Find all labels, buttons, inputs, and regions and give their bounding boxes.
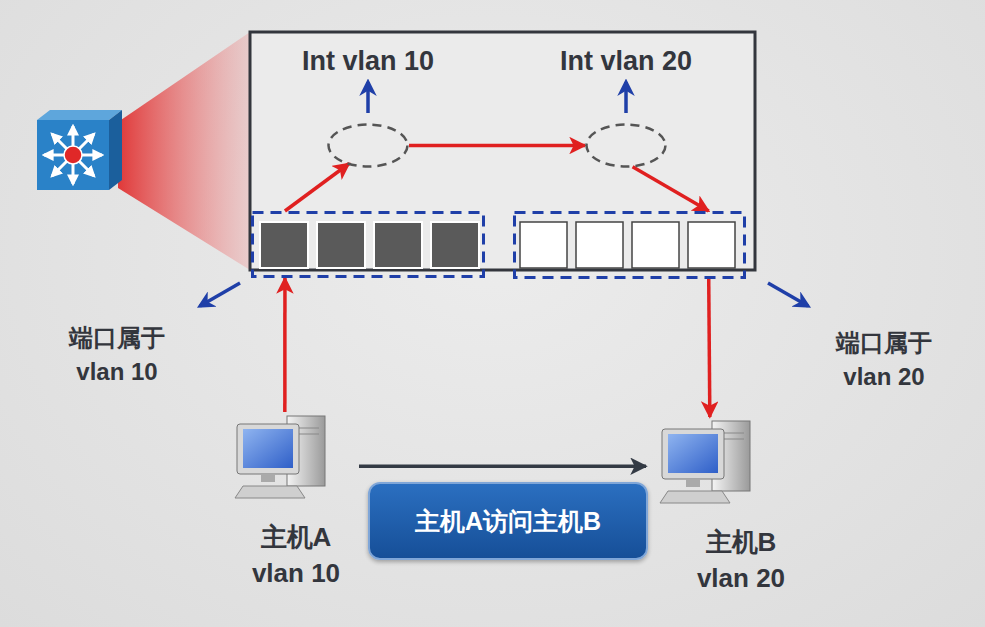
interface-ellipse: Int vlan 10 (327, 123, 409, 168)
caption-text: 主机A访问主机B (415, 504, 601, 539)
node-label: 主机A vlan 10 (244, 519, 348, 592)
ellipse-outline (329, 125, 408, 167)
access-arrow (359, 465, 646, 469)
host: 主机B vlan 20 (658, 417, 754, 507)
zoom-wedge (118, 32, 250, 270)
port-squares (520, 222, 735, 268)
packet-path (409, 144, 585, 148)
node-label: 端口属于 vlan 20 (828, 326, 940, 393)
node-label: Int vlan 20 (531, 43, 721, 81)
switch-icon (37, 110, 122, 190)
dashed-ellipse (327, 123, 409, 168)
group-outline (253, 213, 484, 277)
group-outline (515, 213, 745, 278)
port-group: 端口属于 vlan 10 (251, 211, 485, 278)
computer-icon (660, 421, 750, 503)
packet-path (283, 278, 287, 412)
packet-path (709, 279, 710, 417)
packet-path (633, 167, 709, 211)
switch-interior (250, 32, 755, 270)
caption-box: 主机A访问主机B (368, 482, 648, 560)
port-group: 端口属于 vlan 20 (513, 211, 746, 279)
node-label: 端口属于 vlan 10 (61, 321, 173, 388)
node-label: 主机B vlan 20 (689, 524, 793, 597)
packet-path (285, 164, 349, 212)
interface-ellipse: Int vlan 20 (585, 123, 667, 168)
dashed-ellipse (585, 123, 667, 168)
pointer-arrows (200, 82, 808, 306)
dashed-outline (513, 211, 746, 279)
port-squares (260, 222, 479, 268)
dashed-outline (251, 211, 485, 278)
computer-icon (235, 416, 325, 498)
host: 主机A vlan 10 (233, 412, 329, 502)
ellipse-outline (587, 125, 666, 167)
node-label: Int vlan 10 (273, 43, 463, 81)
